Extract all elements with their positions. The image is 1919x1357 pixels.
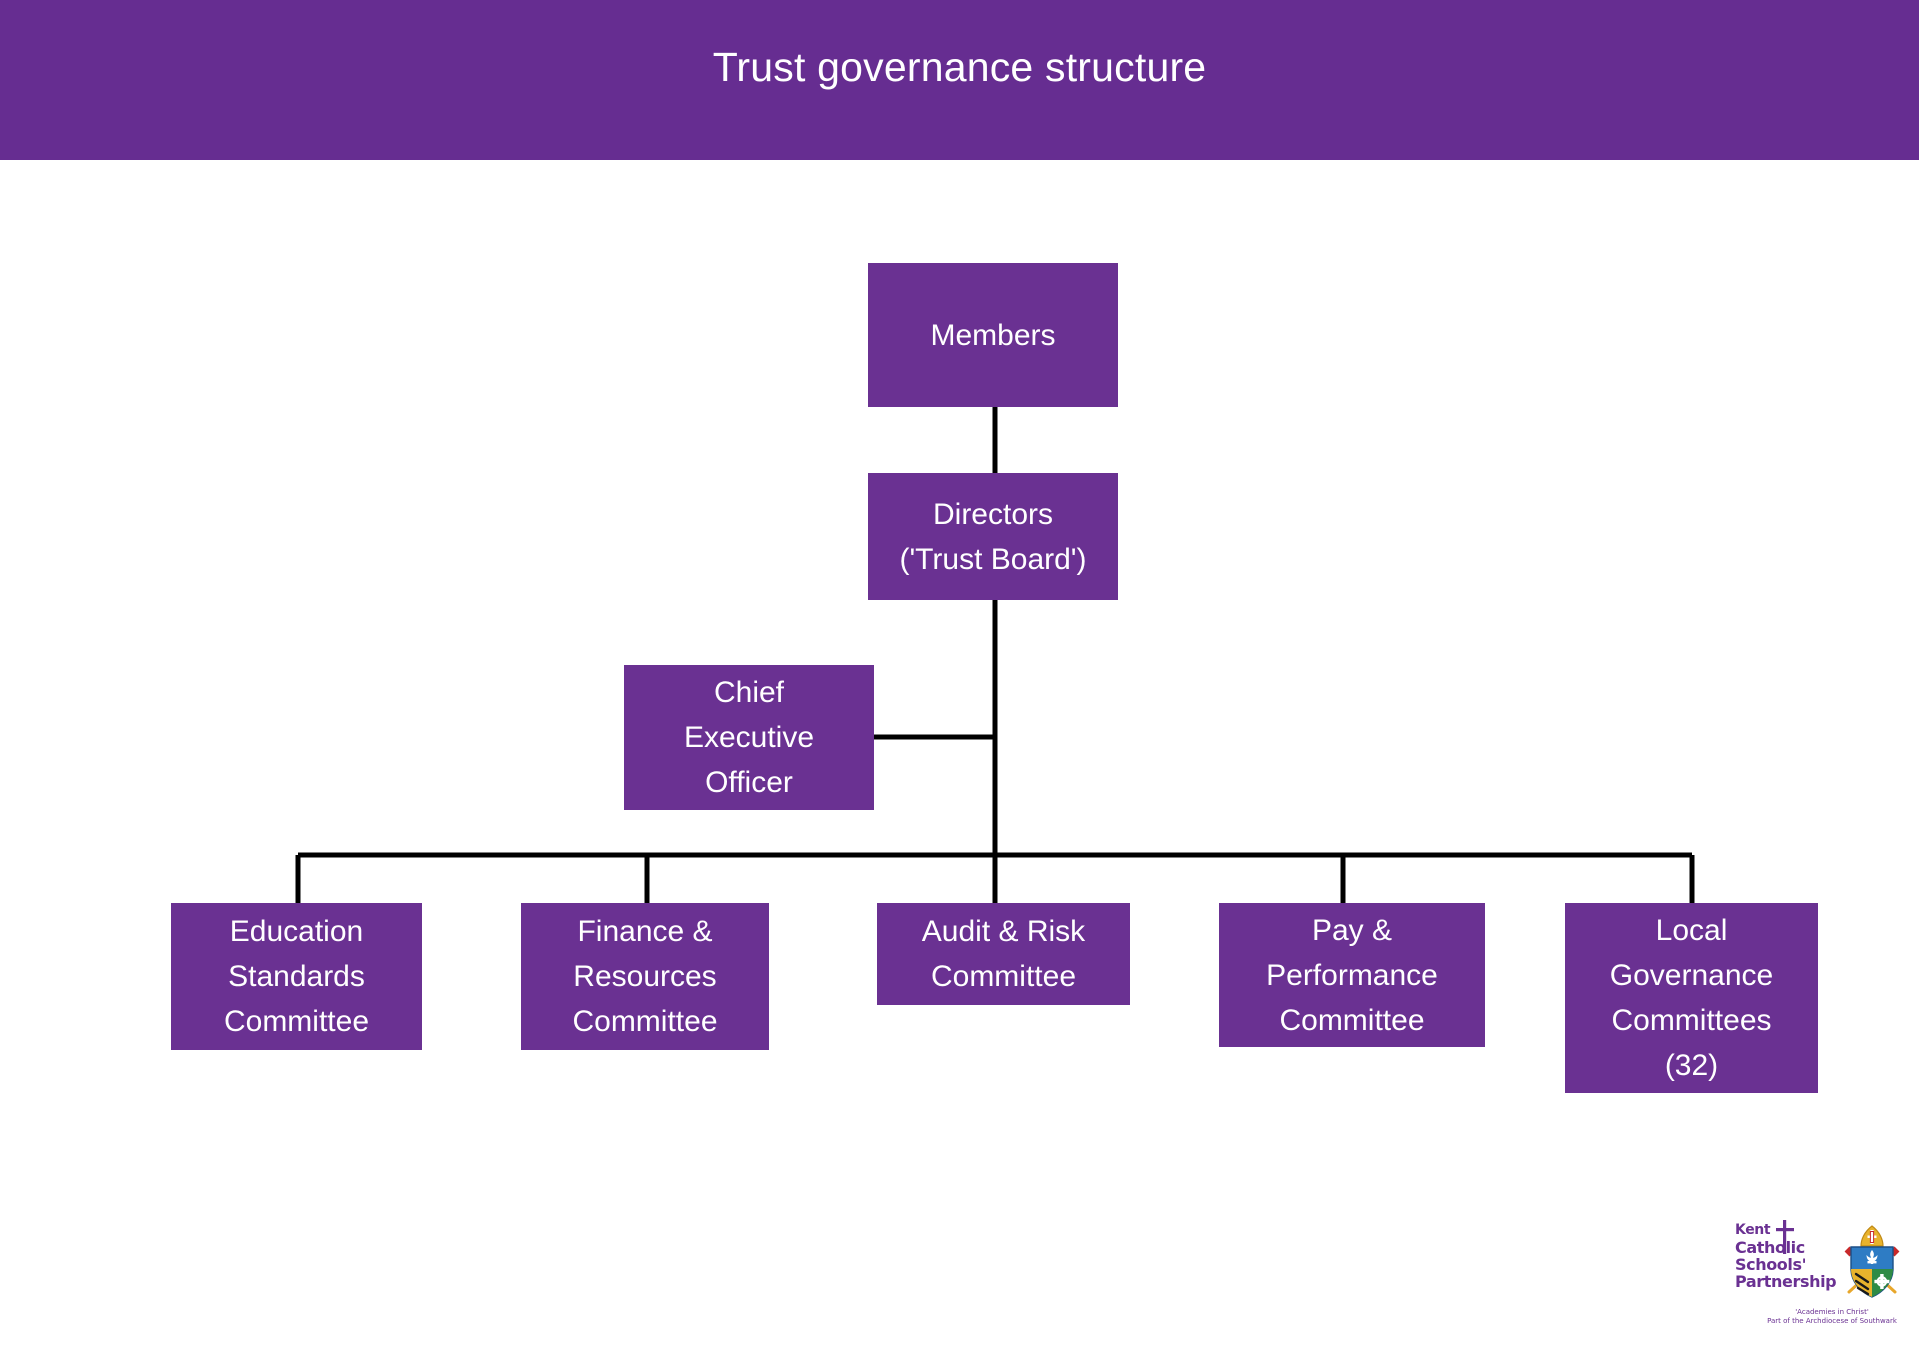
logo-tagline: 'Academies in Christ' Part of the Archdi… <box>1757 1308 1907 1326</box>
archdiocese-coat-of-arms-icon <box>1844 1225 1900 1298</box>
node-pay-performance-committee[interactable]: Pay & Performance Committee <box>1219 903 1485 1047</box>
node-members[interactable]: Members <box>868 263 1118 407</box>
node-education-label: Education Standards Committee <box>223 915 370 1038</box>
node-ceo-label: Chief Executive Officer <box>683 676 815 799</box>
node-directors-label: Directors ('Trust Board') <box>899 497 1087 576</box>
logo-line-catholic: Catholic <box>1735 1238 1805 1257</box>
page-title: Trust governance structure <box>712 44 1207 90</box>
node-finance-label: Finance & Resources Committee <box>572 915 718 1038</box>
logo-line-schools: Schools' <box>1735 1255 1807 1274</box>
node-chief-executive-officer[interactable]: Chief Executive Officer <box>624 665 874 810</box>
node-education-standards-committee[interactable]: Education Standards Committee <box>171 903 422 1050</box>
node-finance-resources-committee[interactable]: Finance & Resources Committee <box>521 903 769 1050</box>
logo-tagline-line2: Part of the Archdiocese of Southwark <box>1767 1317 1897 1325</box>
node-members-label: Members <box>930 318 1056 352</box>
kent-catholic-schools-partnership-logo: Kent Catholic Schools' Partnership 'Acad… <box>1735 1220 1907 1334</box>
node-local-governance-committees[interactable]: Local Governance Committees (32) <box>1565 903 1818 1093</box>
logo-tagline-line1: 'Academies in Christ' <box>1795 1308 1869 1316</box>
header-banner: Trust governance structure <box>0 0 1919 160</box>
node-audit-risk-committee[interactable]: Audit & Risk Committee <box>877 903 1130 1005</box>
logo-line-kent: Kent <box>1735 1222 1771 1238</box>
node-local-label: Local Governance Committees (32) <box>1609 914 1774 1082</box>
node-directors[interactable]: Directors ('Trust Board') <box>868 473 1118 600</box>
logo-line-partnership: Partnership <box>1735 1272 1837 1291</box>
logo-wordmark: Kent Catholic Schools' Partnership <box>1735 1220 1839 1291</box>
node-pay-label: Pay & Performance Committee <box>1266 913 1438 1037</box>
node-audit-label: Audit & Risk Committee <box>921 915 1086 993</box>
